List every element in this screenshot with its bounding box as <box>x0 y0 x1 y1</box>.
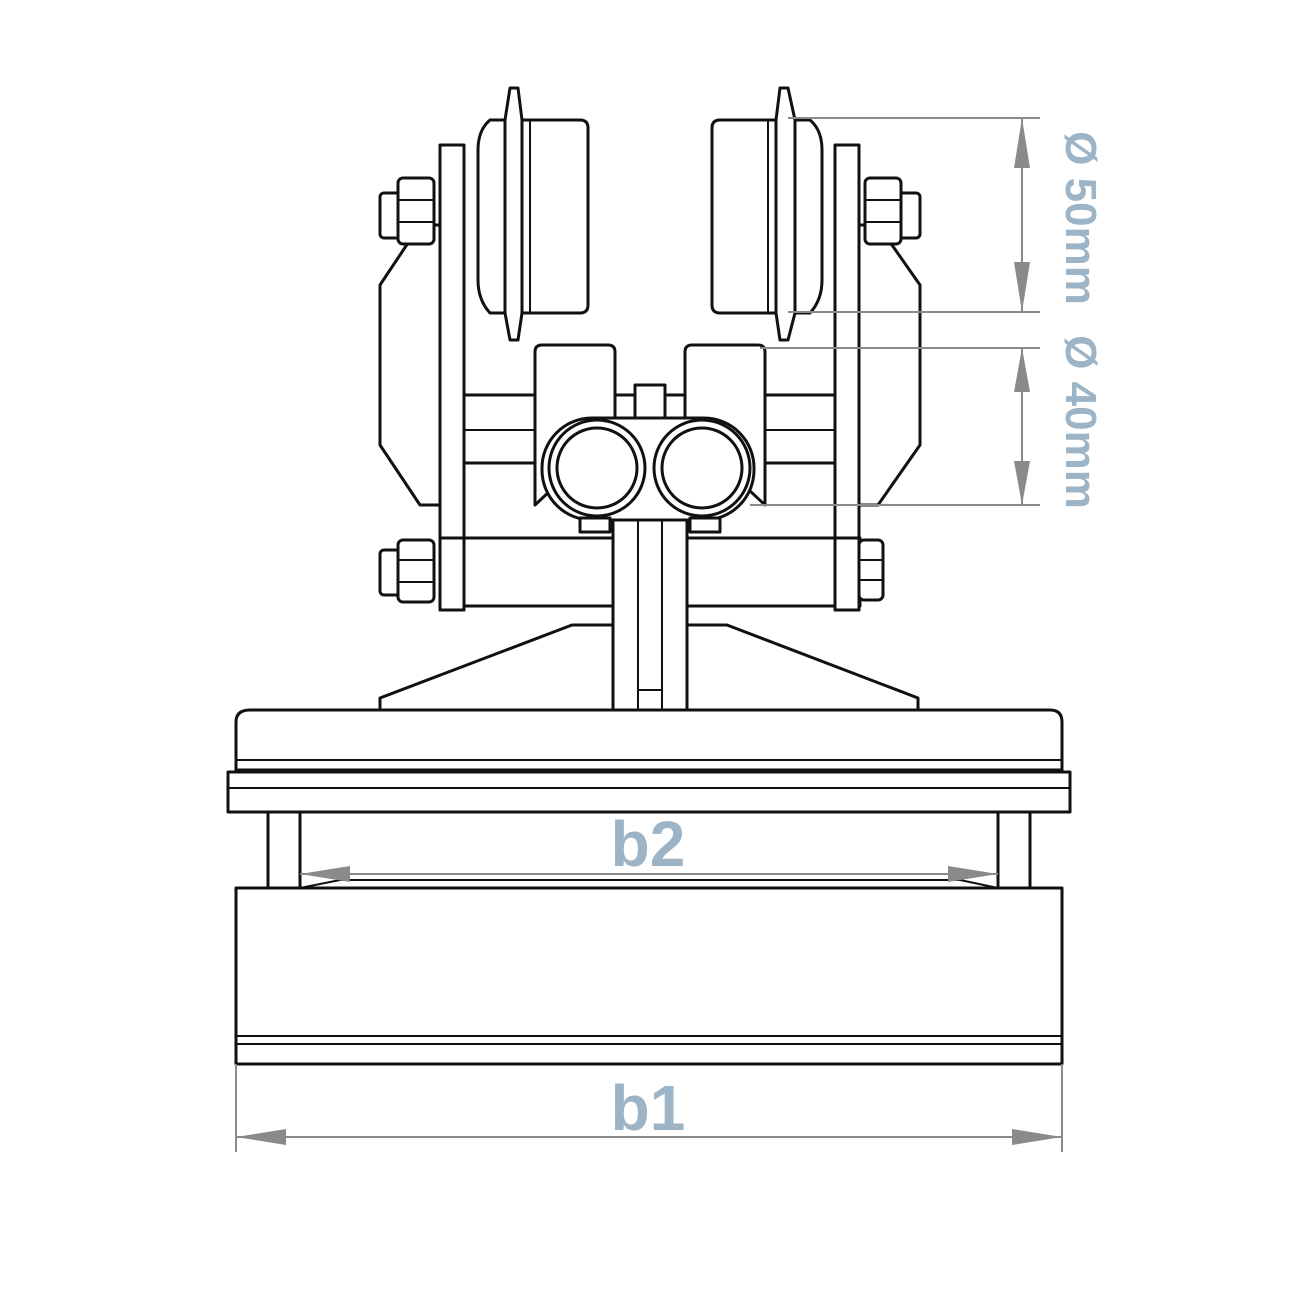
right-side-plate <box>856 223 922 507</box>
upper-left-bolt <box>378 176 436 246</box>
left-side-plate <box>378 223 442 507</box>
dimension-wheel-diameter <box>788 117 1040 313</box>
label-b1: b1 <box>611 1072 686 1144</box>
lower-right-bolt <box>857 538 885 602</box>
flange <box>226 770 1072 814</box>
left-guide-roller <box>547 418 647 518</box>
label-wheel-diameter: Ø 50mm <box>1056 131 1105 305</box>
right-guide-roller <box>652 418 752 518</box>
carrier-base <box>226 708 1072 1066</box>
lower-body <box>234 886 1064 1066</box>
trolley-carriage <box>378 86 922 712</box>
lower-left-bolt <box>378 538 436 604</box>
hanger-bracket <box>378 623 615 712</box>
left-post <box>266 810 302 892</box>
top-plate <box>234 708 1064 772</box>
upper-right-bolt <box>863 176 922 246</box>
dimension-b1 <box>235 1064 1063 1152</box>
label-roller-diameter: Ø 40mm <box>1056 335 1105 509</box>
right-load-wheel <box>710 86 824 342</box>
guide-roller-housing <box>533 343 767 534</box>
left-vertical-bar <box>438 143 466 612</box>
left-load-wheel <box>476 86 590 342</box>
right-post <box>996 810 1032 892</box>
label-b2: b2 <box>611 808 686 880</box>
dimension-roller-diameter <box>750 347 1040 506</box>
central-hanger <box>611 518 689 712</box>
dimension-b2 <box>300 866 998 882</box>
